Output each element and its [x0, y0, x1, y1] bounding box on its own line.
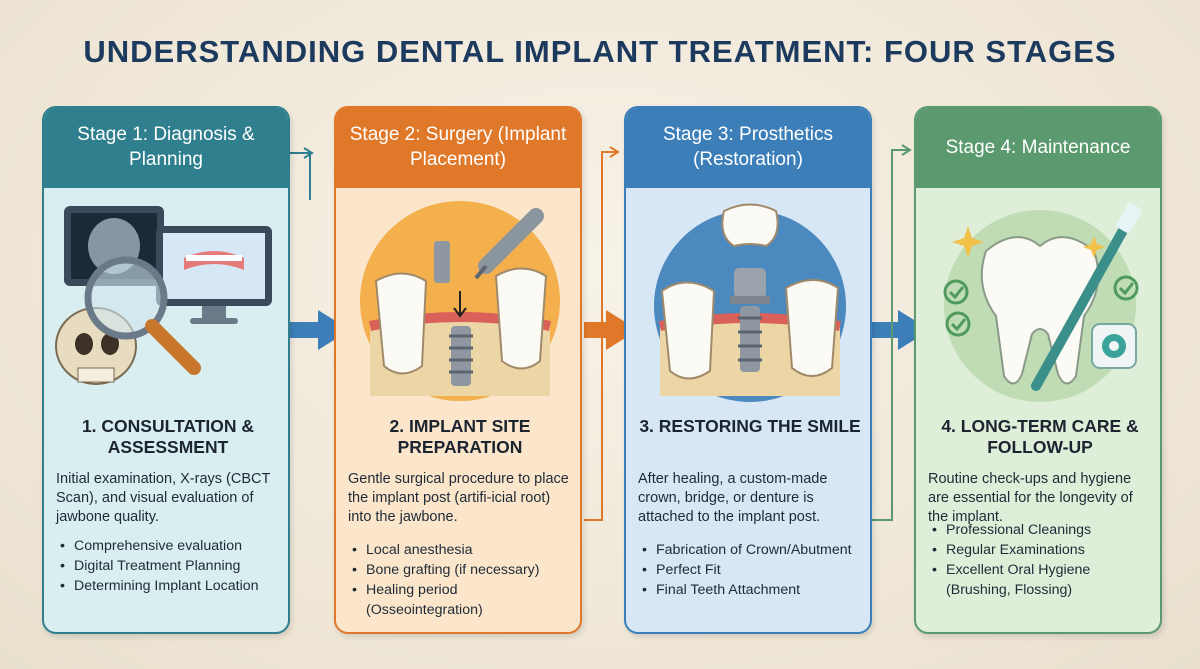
stage-body-3: 3. RESTORING THE SMILE After healing, a …	[626, 188, 870, 632]
crown-icon	[721, 203, 779, 248]
stage-bullets-3: Fabrication of Crown/Abutment Perfect Fi…	[640, 540, 866, 601]
stage-description-2: Gentle surgical procedure to place the i…	[348, 471, 569, 525]
list-item: Regular Examinations	[930, 540, 1156, 560]
list-item: Local anesthesia	[350, 540, 576, 560]
dental-floss-icon	[1091, 323, 1137, 369]
stage-body-4: 4. LONG-TERM CARE & FOLLOW-UP Routine ch…	[916, 188, 1160, 632]
stage-bullets-2: Local anesthesia Bone grafting (if neces…	[350, 540, 576, 621]
list-item: Fabrication of Crown/Abutment	[640, 540, 866, 560]
stage-description-4: Routine check-ups and hygiene are essent…	[928, 471, 1133, 525]
dental-drill-icon	[474, 208, 544, 280]
implant-icon	[738, 306, 762, 372]
list-item: Determining Implant Location	[58, 576, 284, 596]
list-item: Excellent Oral Hygiene (Brushing, Flossi…	[930, 560, 1156, 600]
stage-bullets-1: Comprehensive evaluation Digital Treatme…	[58, 536, 284, 597]
checkmark-icon	[943, 275, 1139, 337]
stage-body-2: 2. IMPLANT SITE PREPARATION Gentle surgi…	[336, 188, 580, 632]
list-item: Professional Cleanings	[930, 520, 1156, 540]
stage-card-3: Stage 3: Prosthetics (Restoration) 3. R	[624, 106, 872, 634]
stage-bullets-4: Professional Cleanings Regular Examinati…	[930, 520, 1156, 601]
list-item: Comprehensive evaluation	[58, 536, 284, 556]
stage-heading-1: 1. CONSULTATION & ASSESSMENT	[81, 416, 255, 457]
stage-header-3: Stage 3: Prosthetics (Restoration)	[626, 108, 870, 188]
stage-heading-2: 2. IMPLANT SITE PREPARATION	[389, 416, 531, 457]
stage-card-4: Stage 4: Maintenance	[914, 106, 1162, 634]
stage-body-1: 1. CONSULTATION & ASSESSMENT Initial exa…	[44, 188, 288, 632]
clean-tooth-icon	[980, 236, 1100, 385]
stage-description-3: After healing, a custom-made crown, brid…	[638, 471, 828, 525]
stage-illustration-2	[360, 201, 560, 401]
stage-card-2: Stage 2: Surgery (Implant Placement)	[334, 106, 582, 634]
stage-card-1: Stage 1: Diagnosis & Planning	[42, 106, 290, 634]
list-item: Bone grafting (if necessary)	[350, 560, 576, 580]
dental-model-monitor-icon	[156, 226, 272, 324]
list-item: Digital Treatment Planning	[58, 556, 284, 576]
magnifying-glass-icon	[84, 256, 201, 375]
stage-illustration-1	[55, 206, 272, 385]
stage-heading-4: 4. LONG-TERM CARE & FOLLOW-UP	[941, 416, 1139, 457]
stage-header-2: Stage 2: Surgery (Implant Placement)	[336, 108, 580, 188]
stage-illustration-3	[654, 203, 846, 402]
list-item: Healing period (Osseointegration)	[350, 580, 576, 620]
tooth-cross-section-icon	[369, 267, 551, 396]
list-item: Final Teeth Attachment	[640, 580, 866, 600]
stage-heading-3: 3. RESTORING THE SMILE	[639, 416, 861, 436]
stage-illustration-4	[943, 202, 1142, 402]
stage-description-1: Initial examination, X-rays (CBCT Scan),…	[56, 471, 271, 525]
stage-header-1: Stage 1: Diagnosis & Planning	[44, 108, 288, 188]
toothbrush-icon	[1031, 202, 1142, 391]
sparkle-icon	[952, 226, 1105, 258]
abutment-icon	[730, 268, 770, 304]
implant-screw-icon	[434, 241, 473, 386]
page-title: UNDERSTANDING DENTAL IMPLANT TREATMENT: …	[83, 34, 1117, 69]
list-item: Perfect Fit	[640, 560, 866, 580]
stage-header-4: Stage 4: Maintenance	[916, 108, 1160, 188]
